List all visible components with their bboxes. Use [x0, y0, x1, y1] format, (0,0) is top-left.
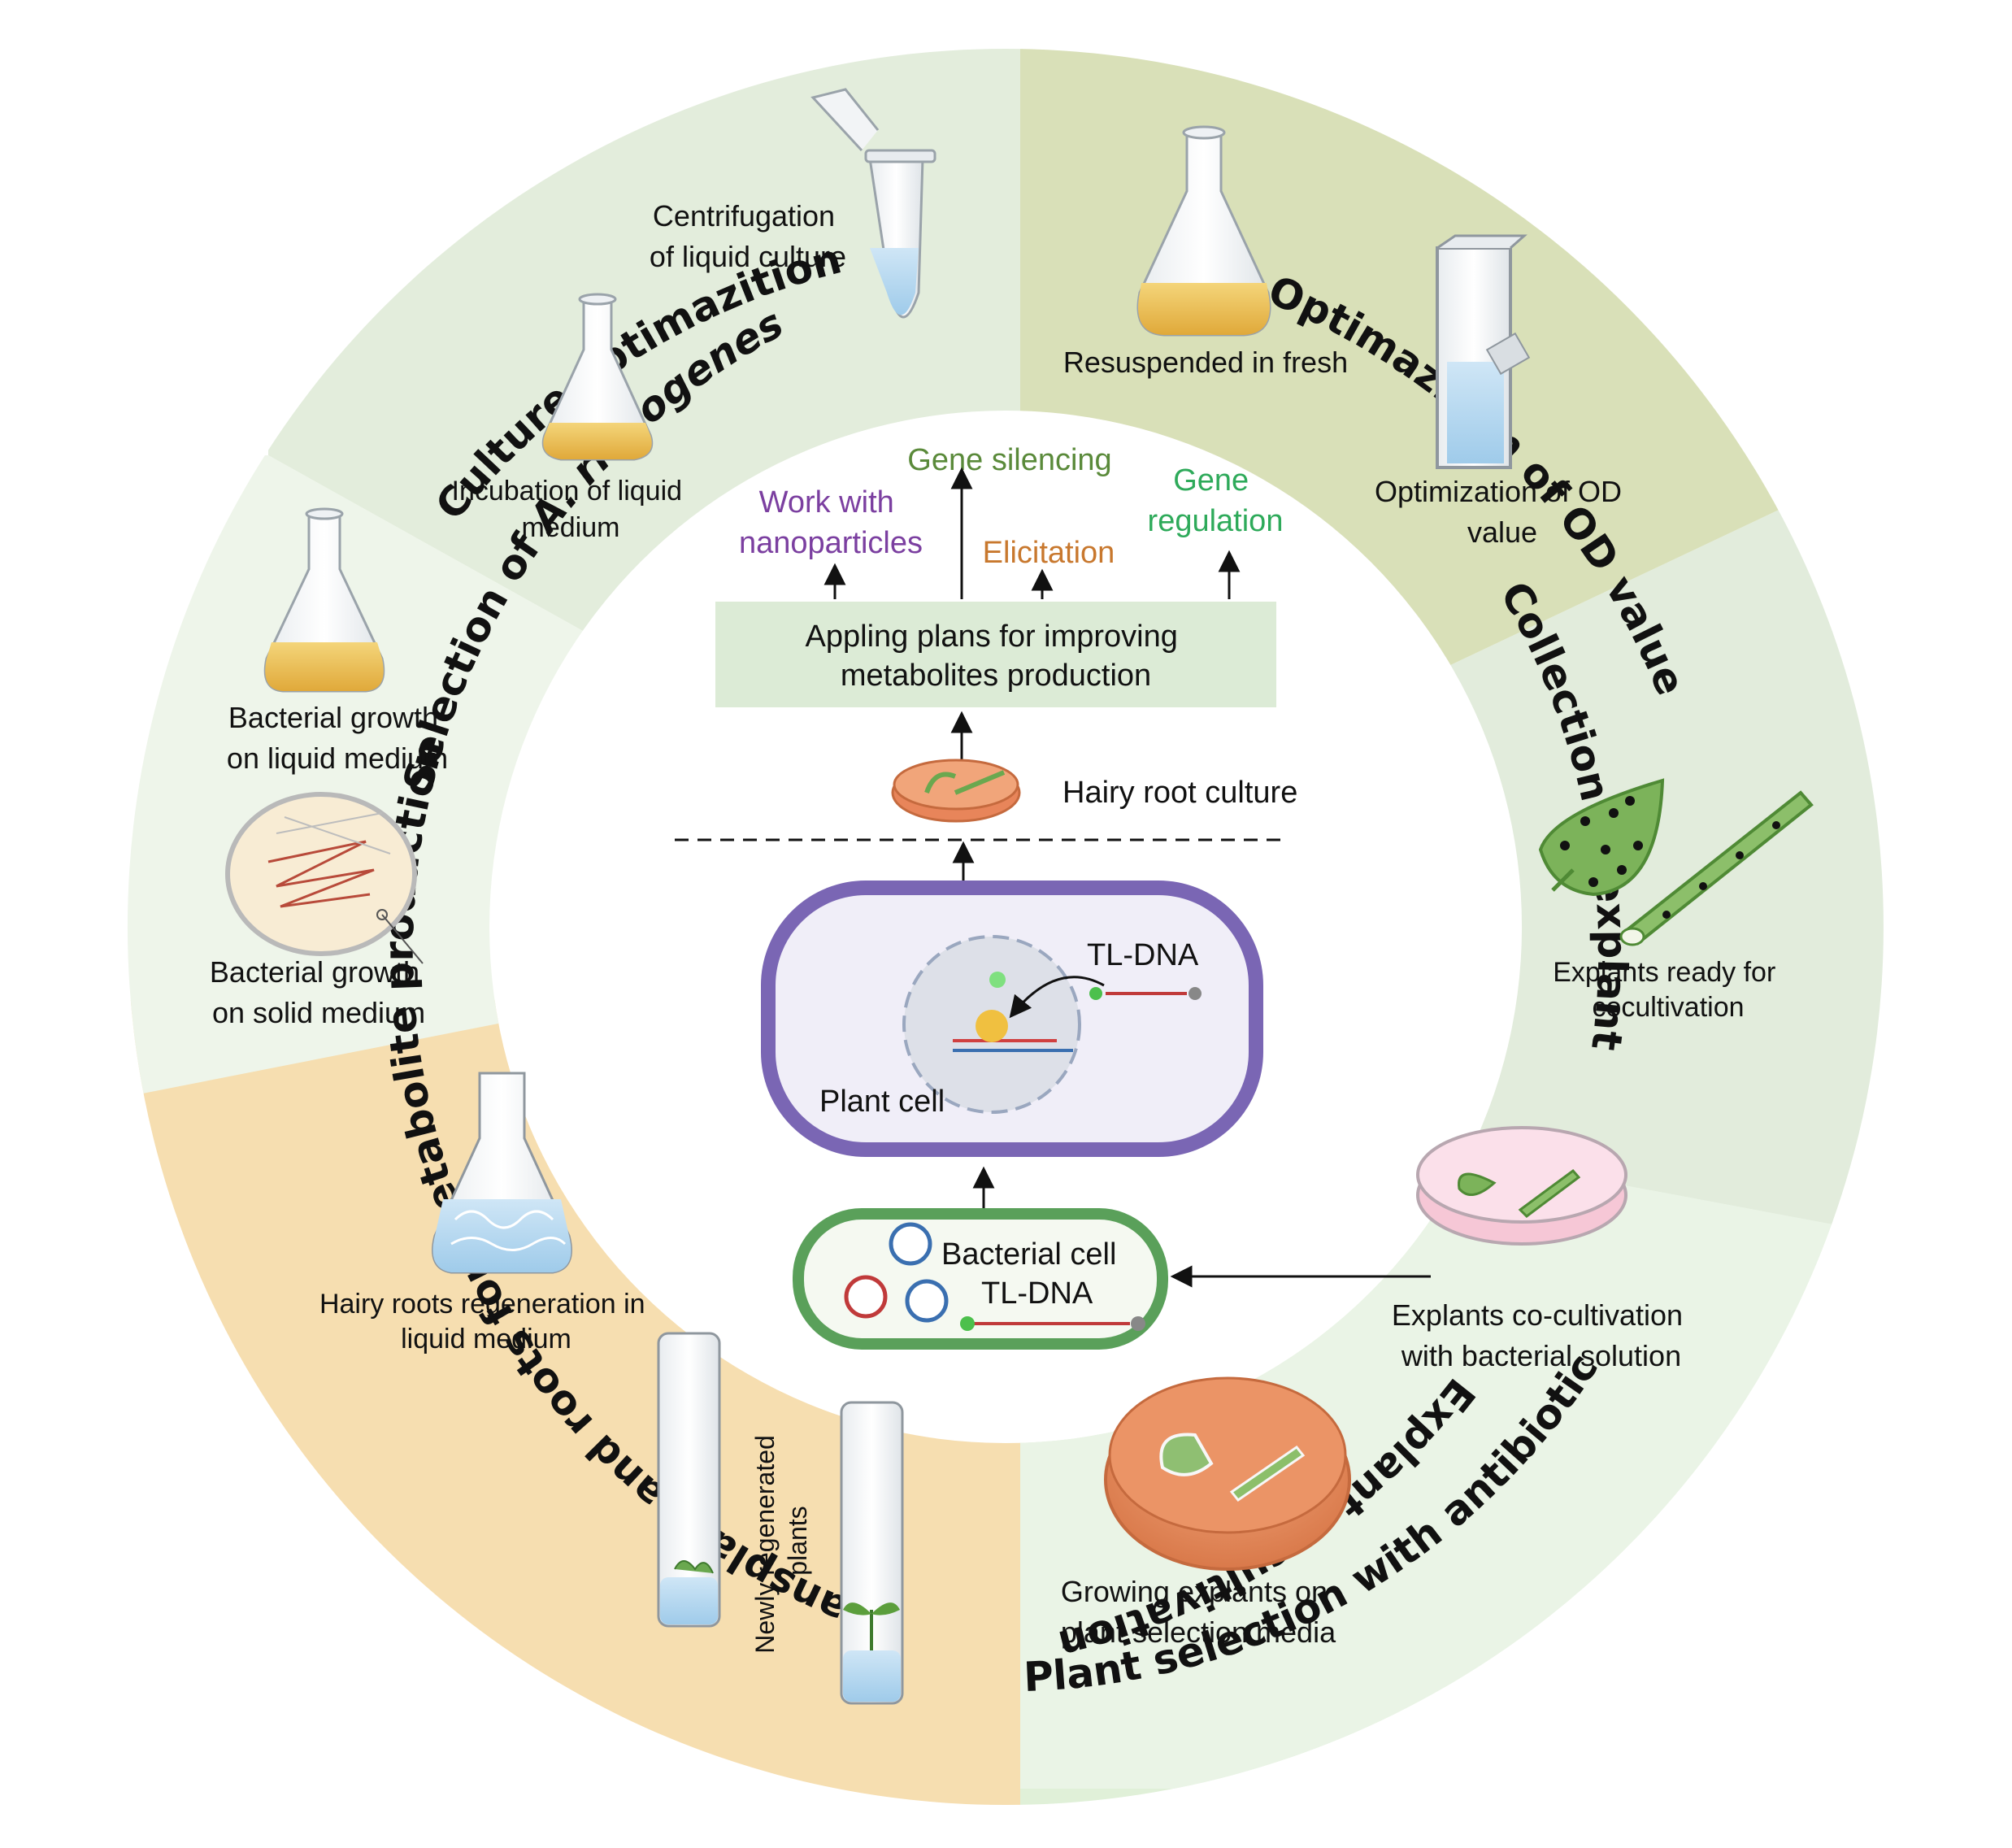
test-tube-plantlet-icon	[840, 1401, 904, 1705]
label-growing-explants: Growing explants on plant selection medi…	[1061, 1575, 1336, 1649]
center-strategies: Work with nanoparticles Gene silencing E…	[675, 443, 1431, 1350]
label-hairy-regen: Hairy roots regeneration in liquid mediu…	[319, 1289, 653, 1354]
label-incubation: Incubation of liquid medium	[452, 476, 690, 543]
plan-box	[715, 602, 1276, 707]
sector-selection	[127, 455, 618, 1098]
label-gene-regulation: Gene regulation	[1148, 463, 1284, 538]
petri-dish-selection	[1104, 1376, 1351, 1571]
label-resuspended: Resuspended in fresh	[1063, 346, 1348, 379]
label-bacterial-liquid: Bacterial growth on liquid medium	[227, 701, 448, 775]
bacterial-cell-icon	[793, 1208, 1168, 1350]
petri-dish-hairy-root-icon	[891, 759, 1021, 823]
flask-incubation	[541, 293, 654, 461]
petri-dish-streak-icon	[225, 792, 424, 964]
label-elicitation: Elicitation	[983, 536, 1115, 570]
label-newly-regenerated: Newly regenerated plants	[750, 1428, 812, 1653]
label-tl-dna-bacteria: TL-DNA	[981, 1276, 1093, 1311]
label-work-nano: Work with nanoparticles	[739, 485, 923, 560]
label-hairy-root-culture: Hairy root culture	[1062, 776, 1297, 810]
leaf-icon	[1538, 778, 1665, 897]
plant-cell-icon	[761, 881, 1263, 1157]
petri-dish-cocultivation	[1416, 1126, 1627, 1246]
label-plant-cell: Plant cell	[819, 1085, 945, 1119]
label-gene-silencing: Gene silencing	[907, 443, 1111, 477]
label-tl-dna-plant: TL-DNA	[1087, 938, 1199, 972]
label-optimization-od: Optimization of OD value	[1375, 475, 1630, 549]
centrifuge-tube-icon	[810, 88, 936, 319]
label-explants-cocult: Explants co-cultivation with bacterial s…	[1392, 1298, 1691, 1372]
label-plan: Appling plans for improving metabolites …	[806, 620, 1187, 693]
cuvette-icon	[1436, 234, 1531, 469]
test-tube-icon	[657, 1332, 721, 1628]
stem-explant-icon	[1619, 790, 1814, 946]
flask-resuspended	[1136, 125, 1271, 337]
label-explants-ready: Explants ready for cocultivation	[1553, 957, 1783, 1023]
flask-bacterial-liquid	[263, 507, 385, 693]
label-bacterial-cell: Bacterial cell	[941, 1237, 1116, 1272]
flask-hairy-roots	[432, 1072, 572, 1274]
label-bacterial-solid: Bacterial growth on solid medium	[210, 955, 428, 1029]
label-centrifugation: Centrifugation of liquid culture	[650, 199, 846, 273]
